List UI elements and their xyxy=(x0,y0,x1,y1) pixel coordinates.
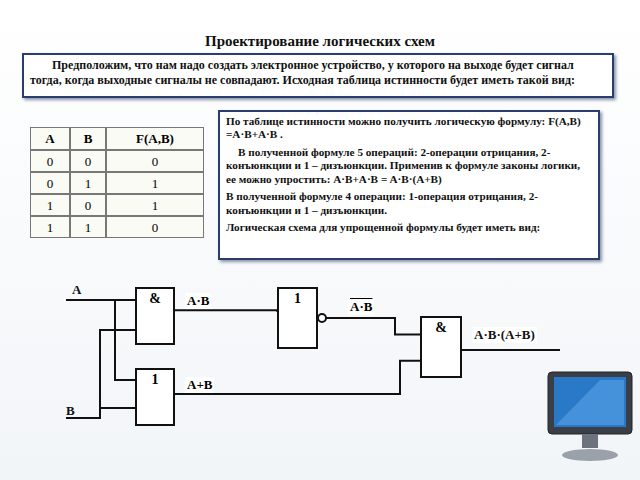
table-cell: 0 xyxy=(106,216,204,238)
gate-symbol: 1 xyxy=(137,370,173,388)
table-cell: 0 xyxy=(70,194,106,216)
table-cell: 1 xyxy=(30,194,70,216)
signal-name: A xyxy=(72,282,81,298)
table-cell: 1 xyxy=(70,216,106,238)
table-cell: 0 xyxy=(70,150,106,172)
gate-symbol: & xyxy=(422,318,460,336)
monitor-icon xyxy=(548,372,632,461)
intro-box: Предположим, что нам надо создать электр… xyxy=(22,53,614,98)
or-gate: 1 xyxy=(277,287,318,349)
body-text: Предположим, что нам надо создать электр… xyxy=(30,58,606,87)
body-text: Логическая схема для упрощенной формулы … xyxy=(226,221,592,234)
body-text: По таблице истинности можно получить лог… xyxy=(226,115,592,142)
explanation-box: По таблице истинности можно получить лог… xyxy=(218,110,600,260)
body-text: В полученной формуле 5 операций: 2-опера… xyxy=(226,146,592,186)
output-wire xyxy=(462,349,560,351)
table-cell: 0 xyxy=(30,172,70,194)
slide-title: Проектирование логических схем xyxy=(0,33,640,50)
signal-expression: A·B xyxy=(185,293,211,309)
inversion-bubble xyxy=(318,314,326,322)
body-text: В полученной формуле 4 операции: 1-опера… xyxy=(226,190,592,217)
wire xyxy=(318,314,420,335)
table-cell: 1 xyxy=(30,216,70,238)
or-gate: 1 xyxy=(135,368,175,426)
table-cell: 1 xyxy=(70,172,106,194)
gate-symbol: 1 xyxy=(279,289,316,307)
wire xyxy=(175,310,277,312)
table-cell: B xyxy=(70,127,106,150)
input-wire xyxy=(66,330,135,418)
signal-expression: A·B xyxy=(348,299,374,315)
table-cell: 1 xyxy=(106,172,204,194)
and-gate: & xyxy=(420,316,462,378)
table-cell: F(A,B) xyxy=(106,127,204,150)
wire-line xyxy=(326,318,420,335)
wire-line xyxy=(175,361,420,394)
output-name: A·B·(A+B) xyxy=(472,327,537,343)
signal-name: B xyxy=(66,403,75,419)
gate-symbol: & xyxy=(137,289,173,307)
wire xyxy=(175,361,420,394)
signal-expression: A+B xyxy=(185,377,214,393)
table-cell: A xyxy=(30,127,70,150)
and-gate: & xyxy=(135,287,175,345)
wire-line xyxy=(175,310,277,312)
table-cell: 1 xyxy=(106,194,204,216)
table-cell: 0 xyxy=(106,150,204,172)
table-cell: 0 xyxy=(30,150,70,172)
